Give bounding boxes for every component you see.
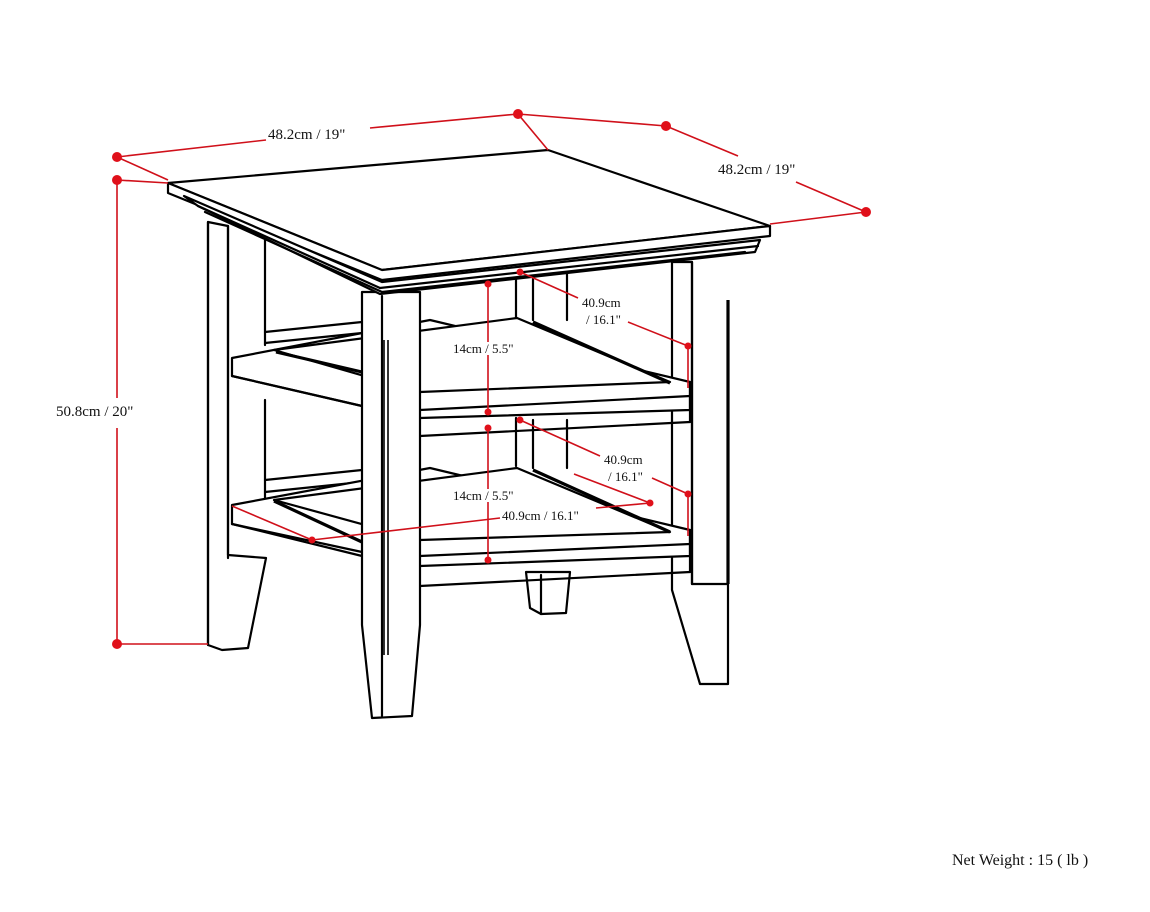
- upper-shelf: [230, 316, 692, 438]
- net-weight-label: Net Weight : 15 ( lb ): [952, 852, 1089, 869]
- upper-shelf-depth-label-line1: 40.9cm: [582, 295, 621, 310]
- depth-label: 48.2cm / 19": [718, 162, 796, 178]
- dimension-lines: [112, 109, 871, 649]
- width-label: 48.2cm / 19": [268, 127, 346, 143]
- upper-shelf-clearance-label: 14cm / 5.5": [453, 341, 514, 356]
- lower-shelf-width-label: 40.9cm / 16.1": [502, 508, 579, 523]
- table-top: [166, 148, 772, 296]
- lower-shelf-clearance-label: 14cm / 5.5": [453, 488, 514, 503]
- lower-shelf-depth-label-line2: / 16.1": [608, 469, 643, 484]
- front-corner-leg: [360, 290, 422, 720]
- lower-shelf: [230, 466, 692, 588]
- upper-shelf-depth-label-line2: / 16.1": [586, 312, 621, 327]
- front-left-leg: [206, 220, 268, 652]
- back-center-leg: [524, 570, 572, 616]
- height-label: 50.8cm / 20": [56, 404, 134, 420]
- back-right-leg: [670, 260, 730, 686]
- lower-shelf-depth-label-line1: 40.9cm: [604, 452, 643, 467]
